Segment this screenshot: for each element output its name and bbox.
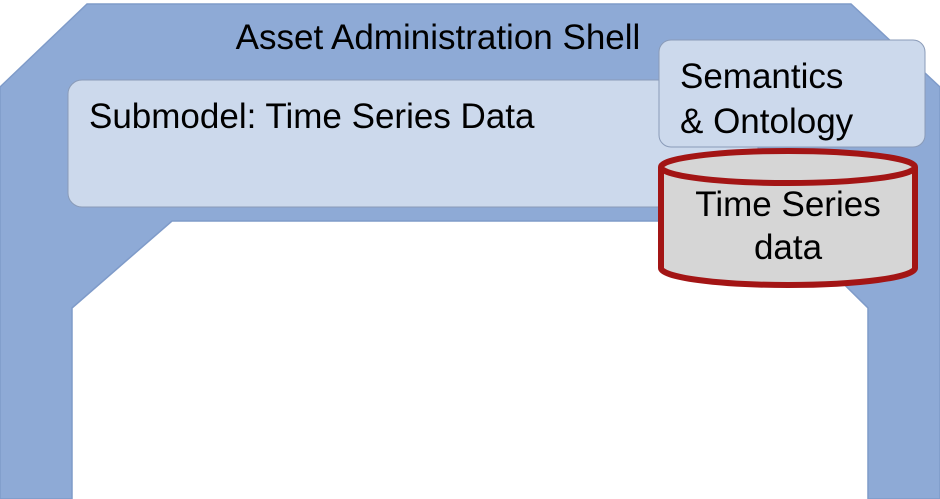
semantics-label-line2: & Ontology: [680, 102, 854, 141]
cylinder-body: [658, 167, 918, 288]
semantics-ontology-box: [658, 39, 926, 148]
submodel-title: Submodel: Time Series Data: [89, 97, 535, 136]
database-label-line1: Time Series: [695, 185, 880, 224]
semantics-label-line1: Semantics: [680, 57, 843, 96]
cylinder-top: [658, 148, 918, 186]
time-series-database-icon: [658, 148, 918, 288]
database-label-line2: data: [754, 228, 823, 267]
shell-title: Asset Administration Shell: [236, 18, 641, 57]
